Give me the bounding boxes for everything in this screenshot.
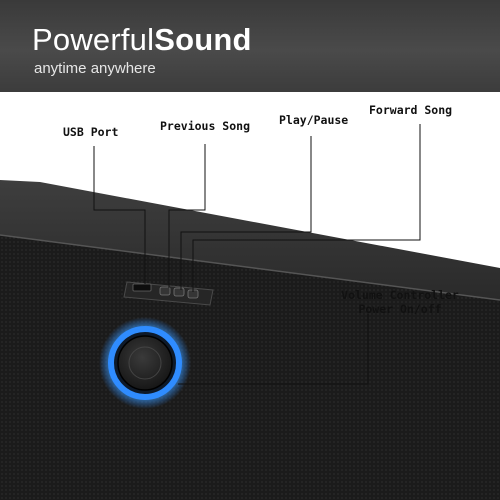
knob-inner-ring: [128, 346, 162, 380]
soundbar-edge: [0, 234, 500, 301]
volume-knob[interactable]: [99, 317, 191, 409]
control-panel: [123, 281, 214, 306]
play-pause-button[interactable]: [173, 287, 185, 297]
previous-song-leader: [168, 144, 206, 288]
play-pause-leader: [180, 136, 312, 290]
callout-usb-port: USB Port: [63, 125, 119, 139]
callout-volume-line2: Power On/off: [358, 302, 442, 316]
knob-cap: [117, 335, 173, 391]
callout-play-pause: Play/Pause: [279, 113, 349, 127]
usb-port-leader: [93, 146, 146, 284]
title-light: Powerful: [32, 22, 155, 57]
hero-banner: PowerfulSound anytime anywhere: [0, 0, 500, 92]
soundbar-front-grille: [0, 235, 500, 500]
callout-previous-song: Previous Song: [160, 119, 251, 133]
banner-subtitle: anytime anywhere: [34, 60, 156, 77]
callout-forward-song: Forward Song: [369, 103, 453, 117]
title-bold: Sound: [154, 22, 252, 57]
forward-song-leader: [192, 124, 421, 292]
volume-leader: [178, 314, 369, 385]
callout-volume-line1: Volume Controller: [341, 288, 459, 302]
callout-volume: Volume Controller Power On/off: [335, 288, 465, 316]
banner-title: PowerfulSound: [32, 22, 252, 58]
usb-port-icon[interactable]: [132, 283, 152, 292]
previous-song-button[interactable]: [159, 286, 171, 296]
leader-lines: [93, 124, 421, 385]
